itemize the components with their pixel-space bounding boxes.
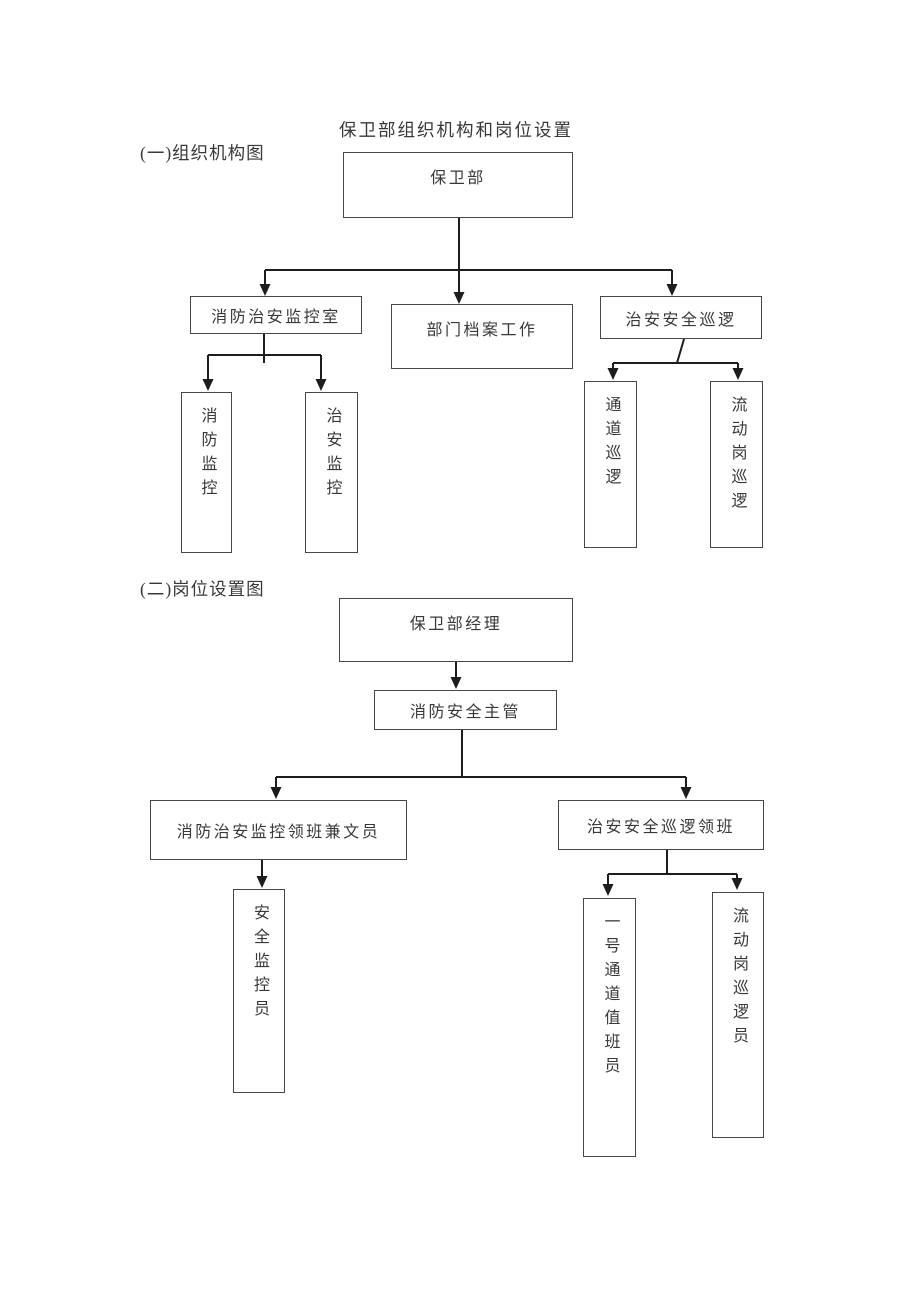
node-security-dept-label: 保卫部	[430, 170, 486, 187]
node-channel-patrol: 通道巡逻	[584, 381, 637, 548]
node-fire-safety-supervisor: 消防安全主管	[374, 690, 557, 730]
page-title: 保卫部组织机构和岗位设置	[339, 120, 573, 140]
node-fire-safety-supervisor-label: 消防安全主管	[409, 704, 521, 721]
node-mobile-post-patrol-label: 流动岗巡逻	[728, 396, 746, 516]
node-fire-monitoring-label: 消防监控	[198, 407, 216, 503]
node-monitor-foreman-clerk-label: 消防治安监控领班兼文员	[176, 824, 381, 841]
node-monitor-foreman-clerk: 消防治安监控领班兼文员	[150, 800, 407, 860]
node-security-monitoring: 治安监控	[305, 392, 358, 553]
node-fire-monitoring: 消防监控	[181, 392, 232, 553]
node-dept-archives-work-label: 部门档案工作	[426, 322, 538, 339]
node-mobile-patrol-staff: 流动岗巡逻员	[712, 892, 764, 1138]
node-fire-security-monitor-room-label: 消防治安监控室	[211, 309, 341, 326]
node-security-dept: 保卫部	[343, 152, 573, 218]
node-security-safety-patrol-label: 治安安全巡逻	[625, 311, 737, 329]
section-2-heading: (二)岗位设置图	[140, 579, 265, 599]
node-channel1-duty-officer-label: 一号通道值班员	[601, 913, 619, 1081]
node-security-safety-patrol: 治安安全巡逻	[600, 296, 762, 339]
node-channel1-duty-officer: 一号通道值班员	[583, 898, 636, 1157]
node-safety-monitor-staff-label: 安全监控员	[251, 904, 268, 1024]
node-fire-security-monitor-room: 消防治安监控室	[190, 296, 362, 334]
node-security-monitoring-label: 治安监控	[323, 407, 341, 503]
node-dept-archives-work: 部门档案工作	[391, 304, 573, 369]
node-mobile-patrol-staff-label: 流动岗巡逻员	[730, 907, 747, 1051]
node-security-dept-manager-label: 保卫部经理	[409, 616, 503, 633]
node-channel-patrol-label: 通道巡逻	[602, 396, 620, 492]
section-1-heading: (一)组织机构图	[140, 143, 265, 163]
node-security-dept-manager: 保卫部经理	[339, 598, 573, 662]
node-safety-monitor-staff: 安全监控员	[233, 889, 285, 1093]
node-patrol-foreman-label: 治安安全巡逻领班	[586, 819, 735, 836]
node-mobile-post-patrol: 流动岗巡逻	[710, 381, 763, 548]
node-patrol-foreman: 治安安全巡逻领班	[558, 800, 764, 850]
